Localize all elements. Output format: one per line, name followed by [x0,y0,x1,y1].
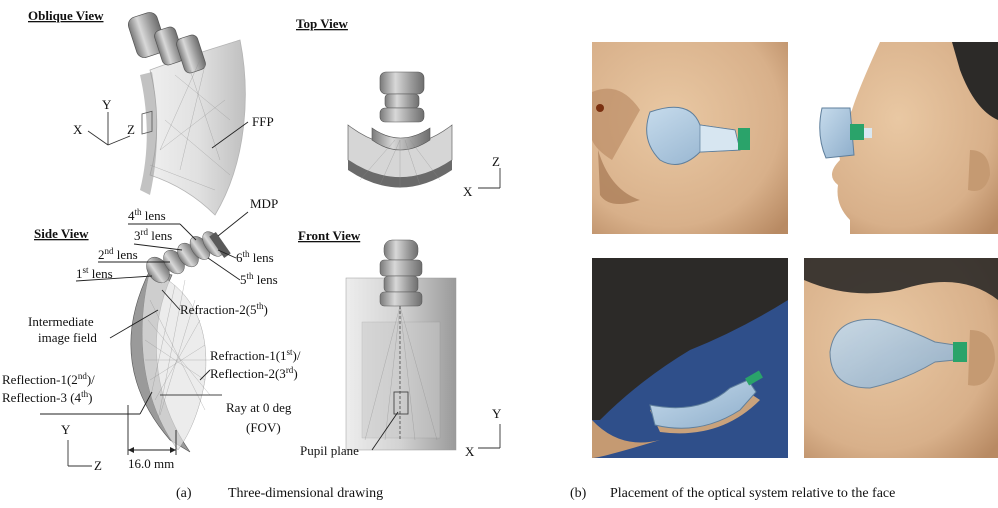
front-view-rays [364,305,438,441]
oblique-lens-barrel [127,12,206,74]
lens3-label: 3rd lens [134,227,172,243]
left-panel: Oblique View [2,8,502,501]
front-axis-x: X [465,444,475,459]
ray-label-2: (FOV) [246,420,281,435]
lens1-leader [75,275,153,282]
front-view-title: Front View [298,228,361,243]
front-axis-y: Y [492,406,502,421]
pupil-plane-label: Pupil plane [300,443,359,458]
lens5-label: 5th lens [240,271,278,287]
right-panel: (b) Placement of the optical system rela… [570,42,998,501]
front-view-pupil [393,391,409,415]
lens1-label: 1st lens [76,265,113,281]
dimension-label: 16.0 mm [128,456,174,471]
side-view-axis: Y Z [61,422,102,473]
face-render-side [804,42,998,234]
side-view: Side View [2,196,301,473]
top-view-mirror-base [348,160,452,188]
top-axis-x: X [463,184,473,199]
side-axis-z: Z [94,458,102,473]
oblique-axis-triad: Y X Z [73,97,135,146]
device-side [819,107,855,159]
top-axis-z: Z [492,154,500,169]
reflection3-label: Reflection-3 (4th) [2,389,92,405]
top-view-title: Top View [296,16,349,31]
side-view-lenses [146,231,231,284]
lens6-leader [217,249,237,259]
oblique-pupil-plane [141,110,153,135]
face-render-oblique [592,42,788,234]
top-view-lens-stack [371,71,431,151]
front-view: Front View Pupil plane Y [298,228,502,459]
lens5-leader [207,257,241,281]
top-view: Top View Z X [296,16,501,199]
face-render-front [804,258,998,458]
oblique-rays [149,59,231,191]
refraction1-leader [199,369,211,381]
oblique-mirror-front [140,72,157,195]
pupil-leader [371,411,399,451]
connector-front [953,342,967,362]
lens2-label: 2nd lens [98,246,138,262]
oblique-axis-x: X [73,122,83,137]
reflection1-label: Reflection-1(2nd)/ [2,371,95,387]
front-view-lens-stack [379,239,423,307]
connector-oblique [738,128,750,150]
front-view-display-area [361,321,441,439]
lens6-label: 6th lens [236,249,274,265]
connector-top [745,370,763,386]
caption-b-label: (b) [570,486,587,501]
caption-a-text: Three-dimensional drawing [228,486,383,501]
intermediate-label-2: image field [38,330,97,345]
intermediate-leader [109,309,159,339]
connector-side [850,124,864,140]
top-view-rays [359,139,441,188]
side-view-title: Side View [34,226,89,241]
mdp-label: MDP [250,196,278,211]
front-view-axis: Y X [465,406,502,459]
lens4-label: 4th lens [128,207,166,223]
oblique-view: Oblique View [28,8,274,216]
ffp-label: FFP [252,114,274,129]
caption-a-label: (a) [176,486,192,501]
refraction2-label: Refraction-2(5th) [180,301,268,317]
oblique-axis-z: Z [127,122,135,137]
reflection2-label: Reflection-2(3rd) [210,365,298,381]
refraction2-leader [161,289,181,311]
top-view-axis: Z X [463,154,501,199]
lens3-leader [133,243,183,251]
ray-label-1: Ray at 0 deg [226,400,292,415]
oblique-view-title: Oblique View [28,8,104,23]
refraction1-label: Refraction-1(1st)/ [210,347,301,363]
mdp-leader [217,211,249,237]
caption-b-text: Placement of the optical system relative… [610,486,895,501]
intermediate-label-1: Intermediate [28,314,94,329]
device-top [649,379,757,429]
ffp-leader [211,121,249,149]
oblique-axis-y: Y [102,97,112,112]
side-axis-y: Y [61,422,71,437]
side-view-dimension: 16.0 mm [127,405,177,471]
side-view-rays [144,279,222,421]
face-render-top [592,258,788,458]
